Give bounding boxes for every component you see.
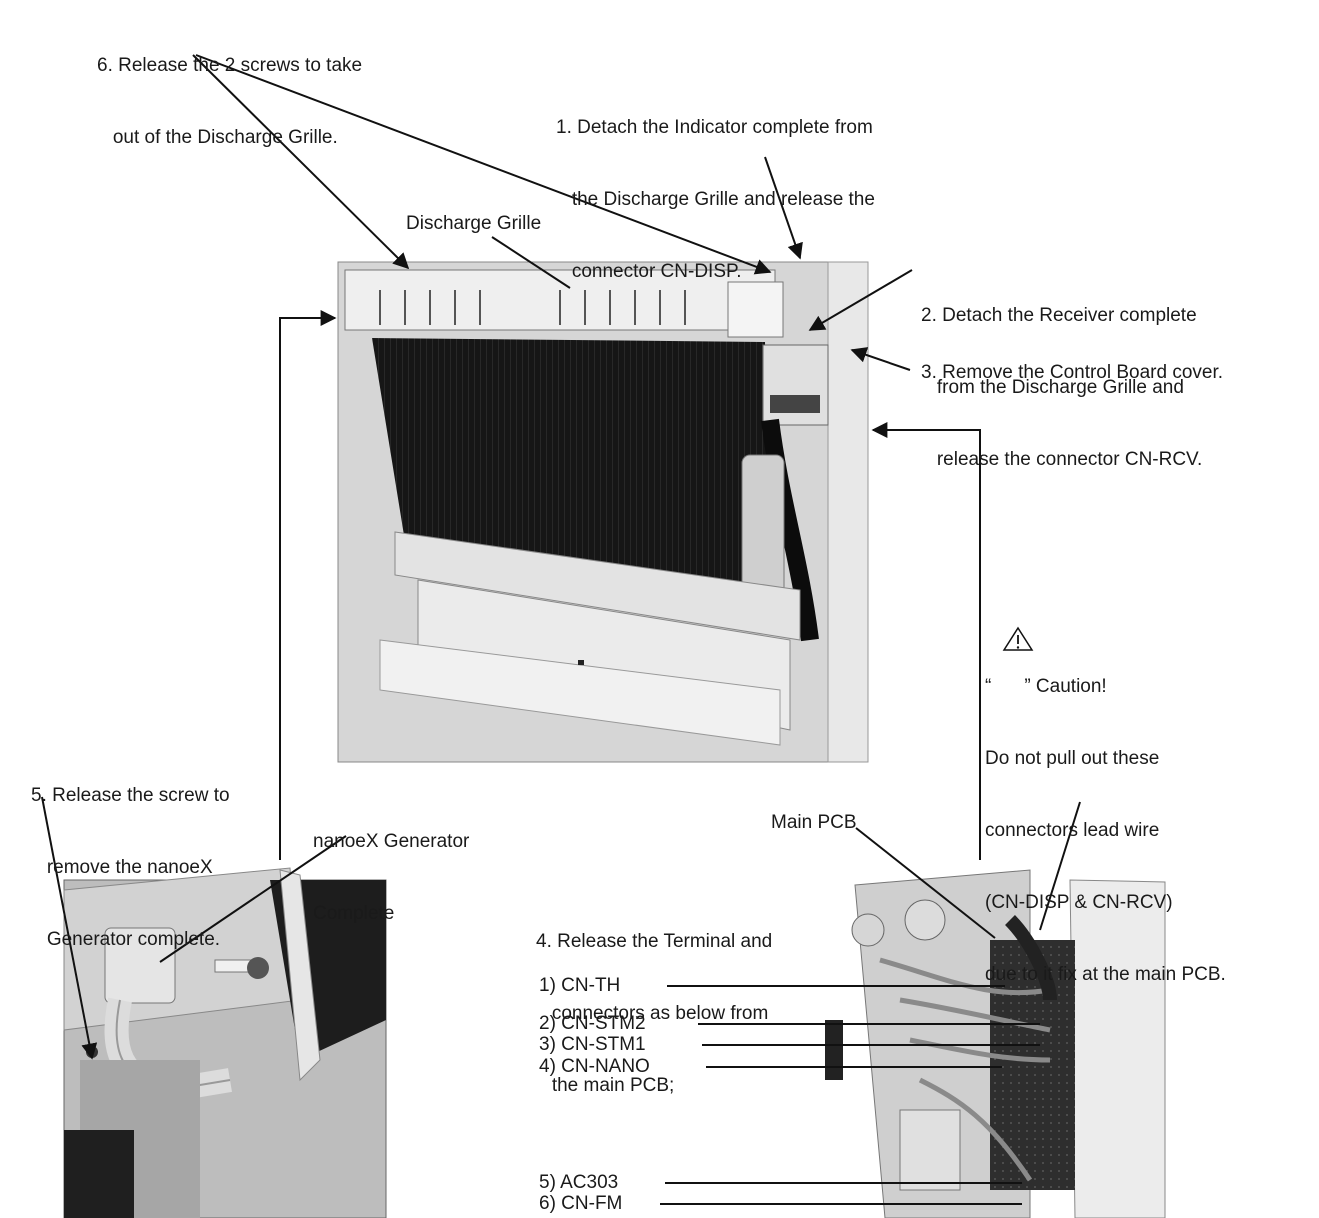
- step-6-line: out of the Discharge Grille.: [97, 126, 362, 150]
- step-6-line: 6. Release the 2 screws to take: [97, 54, 362, 78]
- step-1-line: 1. Detach the Indicator complete from: [556, 116, 875, 140]
- step-2-line: release the connector CN-RCV.: [921, 448, 1202, 472]
- caution-line: Do not pull out these: [985, 747, 1226, 771]
- step-5-instruction: 5. Release the screw to remove the nanoe…: [31, 736, 230, 976]
- step-6-instruction: 6. Release the 2 screws to take out of t…: [97, 6, 362, 174]
- caution-line: connectors lead wire: [985, 819, 1226, 843]
- caution-heading-text: ” Caution!: [1024, 676, 1106, 697]
- connector-cn-nano: 4) CN-NANO: [539, 1055, 650, 1079]
- step-5-line: remove the nanoeX: [31, 856, 230, 880]
- main-unit-photo: [338, 262, 868, 762]
- nanoex-generator-label: nanoeX Generator Complete: [313, 782, 469, 950]
- discharge-grille-label: Discharge Grille: [406, 212, 541, 236]
- step-1-instruction: 1. Detach the Indicator complete from th…: [556, 68, 875, 308]
- step-1-line: connector CN-DISP.: [556, 260, 875, 284]
- step-4-instruction: 4. Release the Terminal and connectors a…: [536, 882, 772, 1122]
- caution-heading: “ ” Caution!: [985, 675, 1226, 699]
- caution-note: “ ” Caution! Do not pull out these connec…: [985, 627, 1226, 1011]
- connector-cn-th: 1) CN-TH: [539, 974, 620, 998]
- nanoex-label-line: Complete: [313, 902, 469, 926]
- caution-line: (CN-DISP & CN-RCV): [985, 891, 1226, 915]
- step-1-line: the Discharge Grille and release the: [556, 188, 875, 212]
- main-pcb-label: Main PCB: [771, 811, 857, 835]
- connector-cn-fm: 6) CN-FM: [539, 1192, 622, 1216]
- step-2-line: 2. Detach the Receiver complete: [921, 304, 1202, 328]
- caution-line: due to it fix at the main PCB.: [985, 963, 1226, 987]
- nanoex-label-line: nanoeX Generator: [313, 830, 469, 854]
- step-5-line: 5. Release the screw to: [31, 784, 230, 808]
- step-4-line: 4. Release the Terminal and: [536, 930, 772, 954]
- step-3-instruction: 3. Remove the Control Board cover.: [921, 361, 1223, 385]
- step-5-line: Generator complete.: [31, 928, 230, 952]
- caution-open-quote: “: [985, 676, 991, 697]
- connector-cn-stm1: 3) CN-STM1: [539, 1033, 646, 1057]
